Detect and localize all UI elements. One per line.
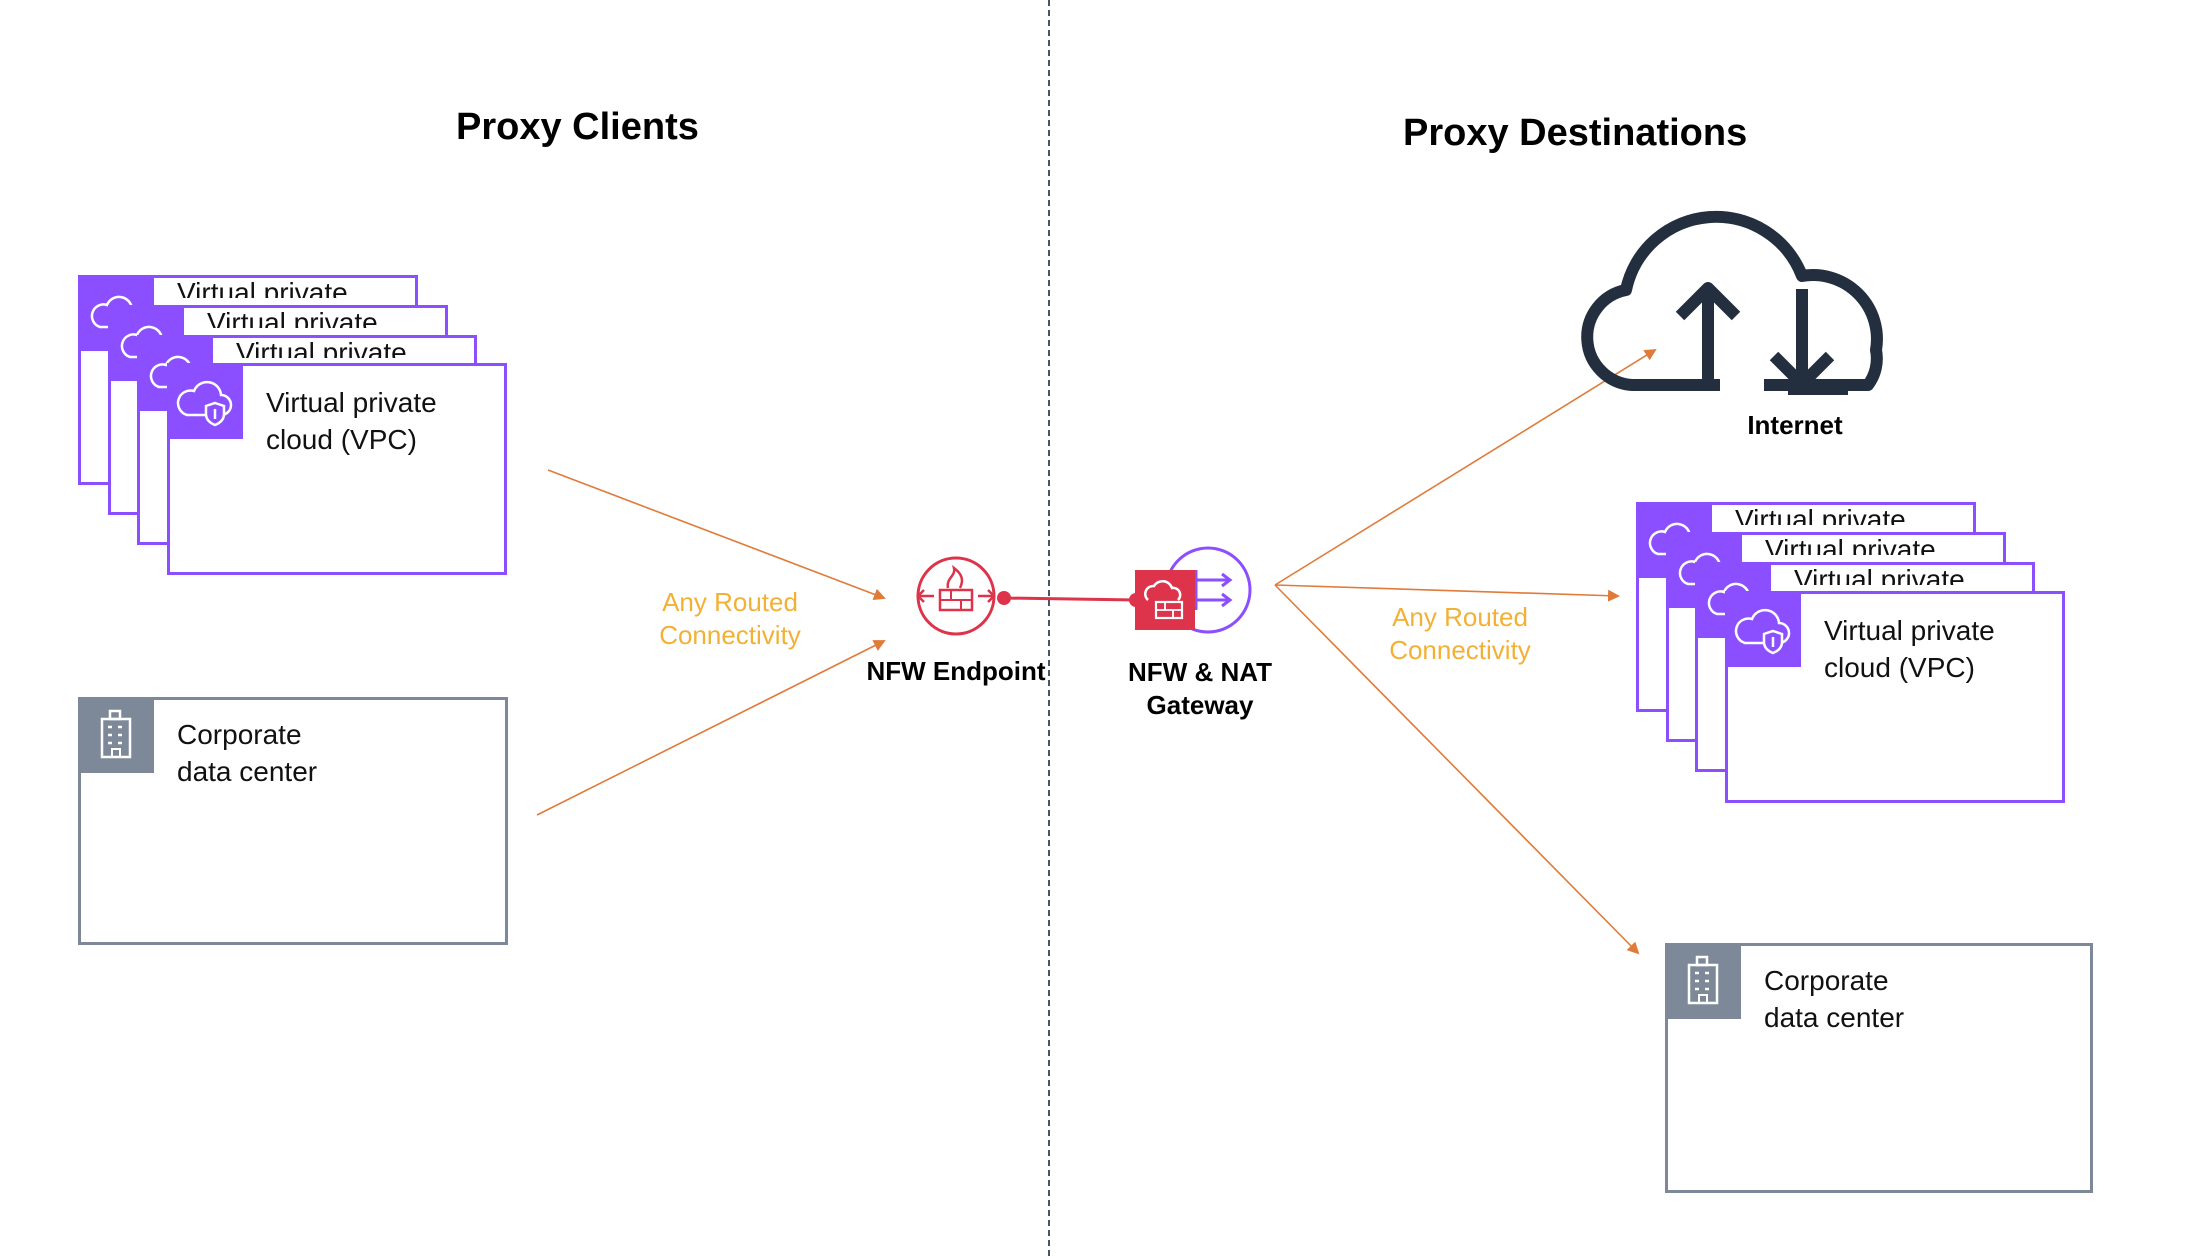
- section-divider: [1048, 0, 1050, 1256]
- building-icon: [1665, 943, 1741, 1019]
- arrow-datacenter-to-endpoint: [536, 640, 886, 816]
- vpc-peek-label: Virtual private: [177, 277, 348, 298]
- proxy-destinations-heading: Proxy Destinations: [1403, 112, 1748, 154]
- vpc-peek-label: Virtual private: [207, 307, 378, 328]
- nfw-endpoint-icon: [916, 556, 996, 636]
- arrow-vpc-to-endpoint: [547, 469, 886, 601]
- nfw-firewall-icon: [1135, 570, 1195, 630]
- internet-cloud-icon: [1581, 210, 1883, 395]
- link-dot-left: [997, 591, 1011, 605]
- vpc-peek-label: Virtual private: [236, 337, 407, 358]
- vpc-peek-label: Virtual private: [1735, 504, 1906, 525]
- nfw-endpoint-label: NFW Endpoint: [866, 656, 1046, 686]
- vpc-cloud-shield-icon: [1725, 591, 1801, 667]
- vpc-cloud-shield-icon: [167, 363, 243, 439]
- arrow-nat-to-datacenter: [1274, 584, 1640, 955]
- arrow-nat-to-vpc: [1274, 584, 1620, 602]
- vpc-peek-label: Virtual private: [1794, 564, 1965, 585]
- internet-label: Internet: [1747, 410, 1843, 440]
- proxy-clients-heading: Proxy Clients: [456, 106, 699, 148]
- building-icon: [78, 697, 154, 773]
- vpc-peek-label: Virtual private: [1765, 534, 1936, 555]
- arrow-nat-to-internet: [1274, 348, 1657, 586]
- endpoint-to-gateway-link: [1003, 596, 1137, 602]
